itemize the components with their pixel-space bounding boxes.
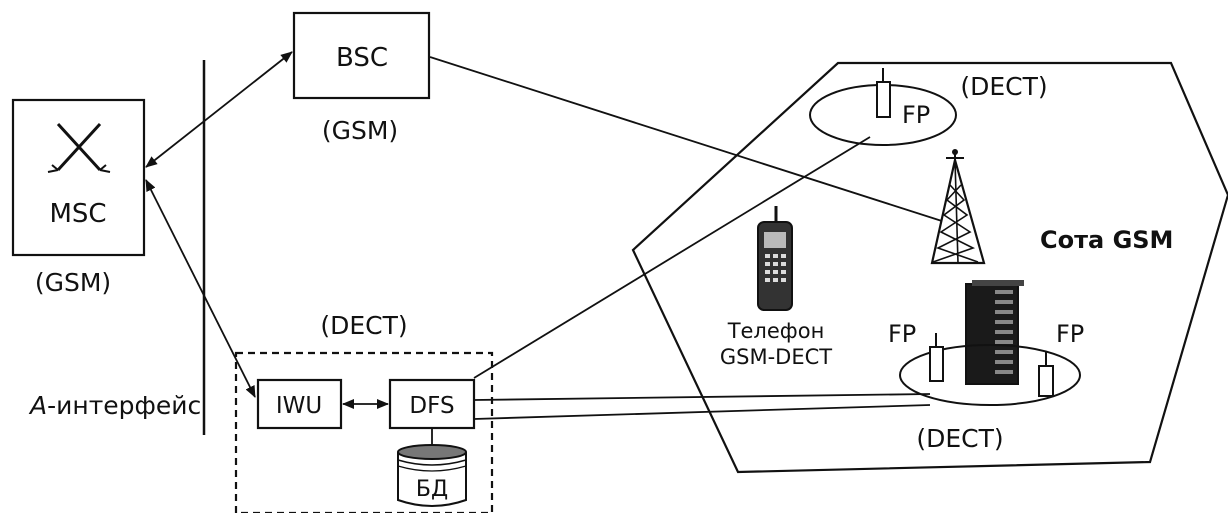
msc-network-label: (GSM) xyxy=(35,268,111,297)
dect-bottom-label: (DECT) xyxy=(916,424,1003,453)
dfs-dect-bottom-link-2 xyxy=(474,405,930,419)
dect-bottom-fp-right-label: FP xyxy=(1056,320,1084,348)
dect-top-fp-label: FP xyxy=(902,101,930,129)
antenna-icon xyxy=(1039,352,1053,396)
msc-node: MSC xyxy=(13,100,144,255)
antenna-icon xyxy=(877,68,890,117)
iwu-node: IWU xyxy=(258,380,341,428)
dect-top-label: (DECT) xyxy=(960,72,1047,101)
bsc-label: BSC xyxy=(336,43,388,73)
bsc-tower-link xyxy=(430,57,945,222)
dfs-label: DFS xyxy=(409,393,454,419)
dect-top-group: FP xyxy=(810,68,956,145)
msc-label: MSC xyxy=(49,199,106,229)
cell-tower-icon xyxy=(932,149,984,263)
antenna-icon xyxy=(930,333,943,381)
dect-bottom-fp-left-label: FP xyxy=(888,320,916,348)
db-label: БД xyxy=(416,477,448,502)
iwu-label: IWU xyxy=(276,393,322,419)
mobile-phone-icon xyxy=(758,206,792,310)
dfs-node: DFS xyxy=(390,380,474,428)
a-interface-label-italic: A xyxy=(28,391,47,420)
database-icon: БД xyxy=(398,445,466,506)
dect-group-label: (DECT) xyxy=(320,311,407,340)
building-icon xyxy=(966,280,1024,384)
bsc-network-label: (GSM) xyxy=(322,116,398,145)
bsc-node: BSC xyxy=(294,13,429,98)
msc-bsc-link xyxy=(146,52,292,167)
a-interface-label: A-интерфейс xyxy=(28,391,201,420)
phone-label-line2: GSM-DECT xyxy=(720,345,832,369)
gsm-cell-label: Сота GSM xyxy=(1040,226,1173,254)
phone-label-line1: Телефон xyxy=(727,319,825,343)
a-interface-label-rest: -интерфейс xyxy=(47,391,201,420)
msc-iwu-link xyxy=(146,180,255,397)
